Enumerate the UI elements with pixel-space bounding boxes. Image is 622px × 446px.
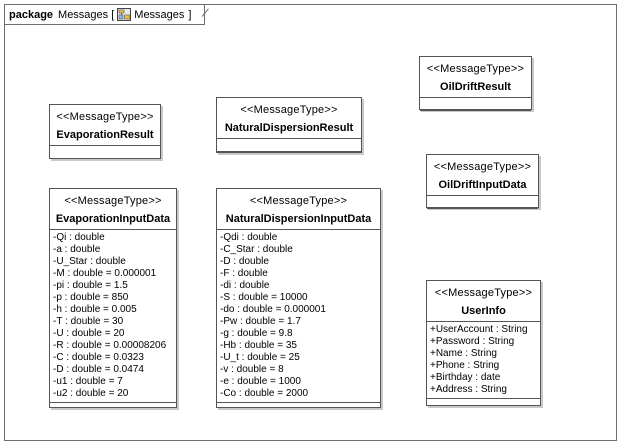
stereotype-label: <<MessageType>> (56, 111, 154, 123)
class-name: UserInfo (461, 305, 506, 317)
attribute-compartment (50, 146, 160, 159)
class-user-info[interactable]: <<MessageType>> UserInfo +UserAccount : … (426, 280, 541, 406)
attribute-row: -Hb : double = 35 (220, 340, 297, 351)
class-evaporation-result[interactable]: <<MessageType>> EvaporationResult (49, 104, 161, 159)
attribute-row: -M : double = 0.000001 (53, 268, 157, 279)
class-oil-drift-result[interactable]: <<MessageType>> OilDriftResult (419, 56, 532, 111)
attribute-row: -do : double = 0.000001 (220, 304, 326, 315)
attribute-row: -C_Star : double (220, 244, 293, 255)
class-natural-dispersion-result[interactable]: <<MessageType>> NaturalDispersionResult (216, 97, 362, 153)
operation-compartment (50, 159, 160, 167)
stereotype-label: <<MessageType>> (240, 104, 338, 116)
attribute-row: -D : double (220, 256, 269, 267)
package-name: Messages [ (58, 8, 115, 21)
class-name: OilDriftInputData (438, 179, 527, 191)
attribute-row: -Qdi : double (220, 232, 278, 243)
class-header: <<MessageType>> NaturalDispersionResult (217, 98, 361, 139)
class-header: <<MessageType>> UserInfo (427, 281, 540, 322)
attribute-row: -C : double = 0.0323 (53, 352, 144, 363)
attribute-compartment (420, 98, 531, 111)
attribute-row: -Co : double = 2000 (220, 388, 309, 399)
attribute-compartment: +UserAccount : String+Password : String+… (427, 322, 540, 399)
attribute-compartment: -Qi : double-a : double-U_Star : double-… (50, 230, 176, 403)
attribute-row: -h : double = 0.005 (53, 304, 137, 315)
attribute-row: -Pw : double = 1.7 (220, 316, 301, 327)
class-name: OilDriftResult (440, 81, 511, 93)
attribute-row: -Qi : double (53, 232, 105, 243)
class-header: <<MessageType>> OilDriftResult (420, 57, 531, 98)
package-label: Messages (134, 8, 185, 21)
attribute-row: -S : double = 10000 (220, 292, 308, 303)
attribute-row: -di : double (220, 280, 270, 291)
class-evaporation-input-data[interactable]: <<MessageType>> EvaporationInputData -Qi… (49, 188, 177, 408)
attribute-row: -u1 : double = 7 (53, 376, 123, 387)
package-tab: package Messages [ Messages ] (5, 5, 205, 25)
class-name: NaturalDispersionResult (224, 122, 354, 134)
stereotype-label: <<MessageType>> (434, 287, 533, 299)
attribute-row: +Phone : String (430, 360, 500, 371)
class-header: <<MessageType>> OilDriftInputData (427, 155, 538, 196)
attribute-compartment (427, 196, 538, 209)
stereotype-label: <<MessageType>> (64, 195, 162, 207)
attribute-row: -v : double = 8 (220, 364, 284, 375)
attribute-row: -U_t : double = 25 (220, 352, 300, 363)
class-name: EvaporationInputData (55, 213, 171, 225)
attribute-row: -R : double = 0.00008206 (53, 340, 167, 351)
package-close: ] (188, 8, 192, 21)
attribute-row: +UserAccount : String (430, 324, 528, 335)
attribute-row: +Birthday : date (430, 372, 501, 383)
class-natural-dispersion-input-data[interactable]: <<MessageType>> NaturalDispersionInputDa… (216, 188, 381, 408)
class-oil-drift-input-data[interactable]: <<MessageType>> OilDriftInputData (426, 154, 539, 209)
attribute-row: -pi : double = 1.5 (53, 280, 128, 291)
attribute-row: -U : double = 20 (53, 328, 125, 339)
class-header: <<MessageType>> EvaporationResult (50, 105, 160, 146)
stereotype-label: <<MessageType>> (249, 195, 348, 207)
stereotype-label: <<MessageType>> (433, 161, 532, 173)
attribute-row: -D : double = 0.0474 (53, 364, 144, 375)
package-frame: package Messages [ Messages ] (4, 4, 617, 441)
operation-compartment (420, 111, 531, 119)
operation-compartment (217, 403, 380, 411)
attribute-row: +Address : String (430, 384, 507, 395)
class-header: <<MessageType>> NaturalDispersionInputDa… (217, 189, 380, 230)
class-header: <<MessageType>> EvaporationInputData (50, 189, 176, 230)
attribute-row: -g : double = 9.8 (220, 328, 293, 339)
attribute-row: -a : double (53, 244, 101, 255)
attribute-row: +Password : String (430, 336, 515, 347)
operation-compartment (50, 403, 176, 411)
attribute-compartment: -Qdi : double-C_Star : double-D : double… (217, 230, 380, 403)
attribute-row: -F : double (220, 268, 268, 279)
operation-compartment (217, 152, 361, 160)
attribute-row: -e : double = 1000 (220, 376, 301, 387)
stereotype-label: <<MessageType>> (426, 63, 525, 75)
attribute-compartment (217, 139, 361, 152)
package-keyword: package (9, 8, 54, 21)
attribute-row: -U_Star : double (53, 256, 126, 267)
operation-compartment (427, 209, 538, 217)
class-name: EvaporationResult (56, 129, 154, 141)
attribute-row: -T : double = 30 (53, 316, 124, 327)
attribute-row: -u2 : double = 20 (53, 388, 129, 399)
attribute-row: +Name : String (430, 348, 497, 359)
operation-compartment (427, 399, 540, 407)
attribute-row: -p : double = 850 (53, 292, 129, 303)
diagram-icon (117, 8, 132, 21)
class-name: NaturalDispersionInputData (225, 213, 372, 225)
